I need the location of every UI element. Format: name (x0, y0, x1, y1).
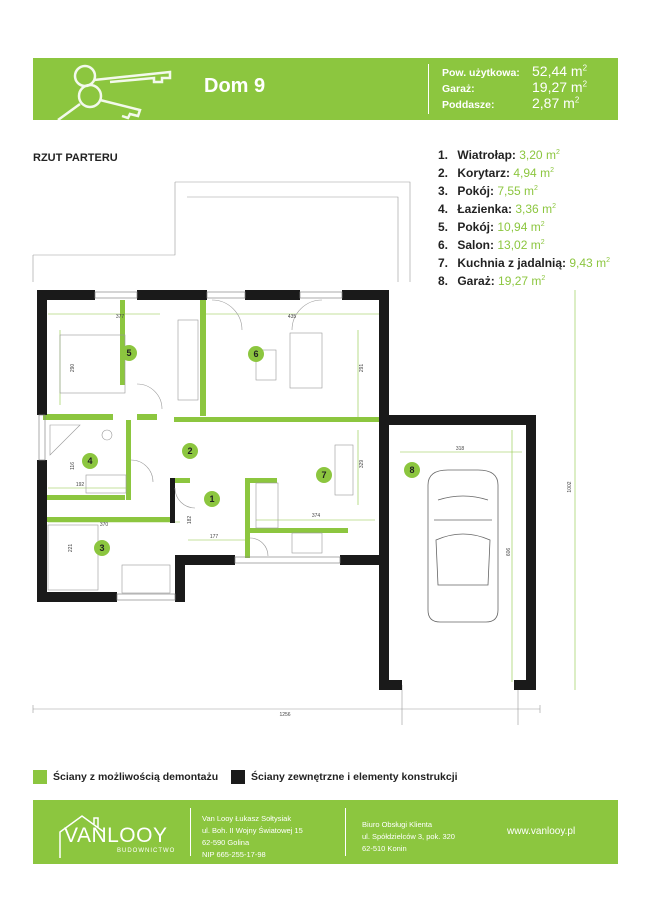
dimension-text: 374 (312, 513, 321, 519)
company-logo: VANLOOY (64, 824, 168, 847)
usable-area-value: 52,44 m (532, 63, 583, 79)
room-marker-label: 7 (321, 470, 326, 480)
dimension-text: 329 (359, 460, 365, 469)
dimension-text: 116 (70, 462, 76, 470)
windows (38, 291, 343, 601)
room-item: 7. Kuchnia z jadalnią: 9,43 m2 (438, 256, 610, 270)
black-legend-swatch (231, 770, 245, 784)
room-marker-label: 4 (87, 456, 92, 466)
floor-plan: 5 6 4 2 7 1 3 8 377 435 290 291 318 116 … (32, 181, 576, 725)
dimension-text: 370 (100, 522, 109, 528)
footer-divider (190, 808, 191, 856)
room-item: 3. Pokój: 7,55 m2 (438, 184, 538, 198)
overall-dimension (32, 705, 541, 713)
door-swings (130, 299, 323, 557)
dimension-text: 377 (116, 314, 125, 320)
room-marker-2 (182, 443, 198, 459)
attic-area-value: 2,87 m (532, 95, 575, 111)
room-marker-5 (121, 345, 137, 361)
dimension-text: 192 (76, 482, 85, 488)
keys-icon (57, 64, 172, 120)
section-title: RZUT PARTERU (33, 152, 118, 164)
dimension-text: 177 (210, 534, 219, 540)
company-logo-subtitle: BUDOWNICTWO (117, 848, 176, 854)
footer-divider (345, 808, 346, 856)
room-marker-label: 6 (253, 349, 258, 359)
dimension-text: 182 (187, 516, 193, 525)
structural-walls (37, 290, 536, 690)
green-legend-swatch (33, 770, 47, 784)
company-nip: NIP 665-255-17-98 (202, 850, 266, 859)
company-name: Van Looy Łukasz Sołtysiak (202, 814, 292, 823)
room-marker-4 (82, 453, 98, 469)
header-divider (428, 64, 429, 114)
attic-area-label: Poddasze: (442, 99, 495, 111)
terrace-outline (32, 181, 411, 282)
driveway-outline (401, 685, 519, 725)
office-title: Biuro Obsługi Klienta (362, 820, 433, 829)
furniture (47, 319, 354, 594)
garage-area-label: Garaż: (442, 83, 475, 95)
black-legend-label: Ściany zewnętrzne i elementy konstrukcji (251, 771, 458, 783)
dimension-text: 606 (506, 548, 512, 557)
room-item: 4. Łazienka: 3,36 m2 (438, 202, 556, 216)
room-marker-label: 5 (126, 348, 131, 358)
office-city: 62-510 Konin (362, 844, 407, 853)
dimension-text: 435 (288, 314, 297, 320)
dimension-text: 290 (70, 364, 76, 373)
dimension-lines (48, 290, 576, 690)
car-icon (427, 469, 499, 623)
website-link[interactable]: www.vanlooy.pl (507, 826, 576, 837)
room-item: 1. Wiatrołap: 3,20 m2 (438, 148, 560, 162)
green-legend-label: Ściany z możliwością demontażu (53, 771, 219, 783)
room-marker-label: 1 (209, 494, 214, 504)
removable-walls (43, 300, 379, 558)
page-title: Dom 9 (204, 75, 266, 97)
room-marker-1 (204, 491, 220, 507)
office-street: ul. Spółdzielców 3, pok. 320 (362, 832, 455, 841)
footer-banner (33, 800, 618, 864)
room-marker-7 (316, 467, 332, 483)
room-marker-3 (94, 540, 110, 556)
company-city: 62-590 Golina (202, 838, 250, 847)
room-marker-label: 8 (409, 465, 414, 475)
usable-area-label: Pow. użytkowa: (442, 67, 520, 79)
dimension-text: 1256 (279, 712, 290, 718)
header-banner (33, 58, 618, 120)
room-markers (82, 345, 420, 556)
room-marker-8 (404, 462, 420, 478)
room-marker-label: 2 (187, 446, 192, 456)
garage-area-value: 19,27 m (532, 79, 583, 95)
house-logo-icon (59, 815, 105, 858)
dimension-text: 318 (456, 446, 465, 452)
dimension-text: 221 (68, 544, 74, 553)
room-item: 5. Pokój: 10,94 m2 (438, 220, 545, 234)
company-street: ul. Boh. II Wojny Światowej 15 (202, 826, 303, 835)
room-item: 2. Korytarz: 4,94 m2 (438, 166, 554, 180)
dimension-text: 1002 (567, 481, 573, 492)
room-item: 8. Garaż: 19,27 m2 (438, 274, 546, 288)
dimension-text: 291 (359, 364, 365, 373)
room-marker-label: 3 (99, 543, 104, 553)
room-item: 6. Salon: 13,02 m2 (438, 238, 545, 252)
room-marker-6 (248, 346, 264, 362)
